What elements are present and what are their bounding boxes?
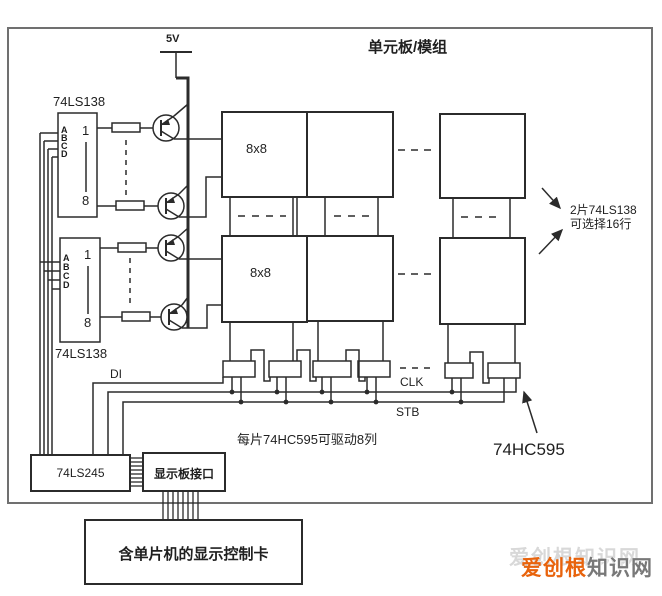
matrix-row-connectors <box>229 197 511 238</box>
pin-c: C <box>63 271 70 281</box>
junction-dots <box>229 389 464 405</box>
row-decoder-1-box <box>57 112 98 218</box>
interface-box <box>142 452 226 492</box>
signal-di-label: DI <box>110 367 122 381</box>
decoder1-label: 74LS138 <box>53 94 106 109</box>
power-5v-label: 5V <box>166 33 180 45</box>
decoder2-pins: A B C D <box>63 254 70 290</box>
signal-clk-label: CLK <box>400 375 424 389</box>
row-select-note-line1: 2片74LS138 <box>570 203 637 217</box>
watermark-ghost: 爱创根知识网 <box>509 547 641 569</box>
row-decoder-2-box <box>59 237 101 343</box>
pin-d: D <box>61 149 68 159</box>
row-address-bus <box>39 132 60 455</box>
base-resistors <box>97 122 161 322</box>
signal-stb-label: STB <box>396 405 420 419</box>
matrix-8x8-label: 8x8 <box>246 141 267 156</box>
decoder1-out-1: 1 <box>82 123 90 138</box>
decoder2-label: 74LS138 <box>55 346 108 361</box>
annotation-arrows <box>522 187 564 434</box>
pin-a: A <box>61 125 68 135</box>
led-matrix-box <box>439 237 526 325</box>
led-matrix-box <box>306 235 394 322</box>
decoder1-pins: A B C D <box>61 125 68 159</box>
matrix-8x8-label: 8x8 <box>250 265 271 280</box>
shift-register-chain <box>222 349 521 384</box>
hc595-label: 74HC595 <box>493 440 565 459</box>
pin-b: B <box>61 133 68 143</box>
row-driver-transistor <box>157 176 222 220</box>
shift-register-595 <box>487 362 521 379</box>
pin-b: B <box>63 262 70 272</box>
pin-d: D <box>63 280 70 290</box>
watermark: 爱创根知识网 <box>521 552 653 582</box>
controller-card-box <box>84 519 303 585</box>
interface-label: 显示板接口 <box>153 467 214 481</box>
shift-register-595 <box>312 360 352 378</box>
pin-c: C <box>61 141 68 151</box>
shift-register-595 <box>222 360 256 378</box>
led-matrix-box <box>306 111 394 198</box>
led-matrix-box <box>221 235 308 323</box>
shift-register-595 <box>357 360 391 378</box>
resistor <box>111 122 141 133</box>
pin-a: A <box>63 253 70 263</box>
ribbon-cable-vertical <box>162 491 199 520</box>
row-driver-transistor <box>152 103 222 142</box>
decoder1-out-8: 8 <box>82 193 90 208</box>
resistor <box>121 311 151 322</box>
decoder2-out-1: 1 <box>84 247 92 262</box>
wiring <box>30 51 564 585</box>
led-matrix-box <box>221 111 308 198</box>
power-rail <box>160 51 192 328</box>
row-select-note-line2: 可选择16行 <box>570 217 632 231</box>
page-title: 单元板/模组 <box>368 39 448 56</box>
buffer-245-box <box>30 454 131 492</box>
serial-bus-lines <box>92 377 517 455</box>
resistor <box>117 242 147 253</box>
buffer-245-label: 74LS245 <box>56 466 105 480</box>
controller-card-label: 含单片机的显示控制卡 <box>118 546 269 563</box>
column-feed-lines <box>229 321 516 363</box>
led-matrix-box <box>439 113 526 199</box>
resistor <box>115 200 145 211</box>
shift-register-595 <box>268 360 302 378</box>
unit-board-frame <box>7 27 653 504</box>
ribbon-cable-horizontal <box>130 457 143 487</box>
driver-capacity-note: 每片74HC595可驱动8列 <box>237 432 378 447</box>
shift-register-595 <box>444 362 474 379</box>
row-driver-transistor <box>157 227 222 262</box>
decoder2-out-8: 8 <box>84 315 92 330</box>
watermark-brand-gray: 知识网 <box>587 557 653 580</box>
row-driver-transistor <box>160 296 222 331</box>
led-matrix-blocks <box>221 111 526 325</box>
watermark-brand-orange: 爱创根 <box>521 557 587 580</box>
